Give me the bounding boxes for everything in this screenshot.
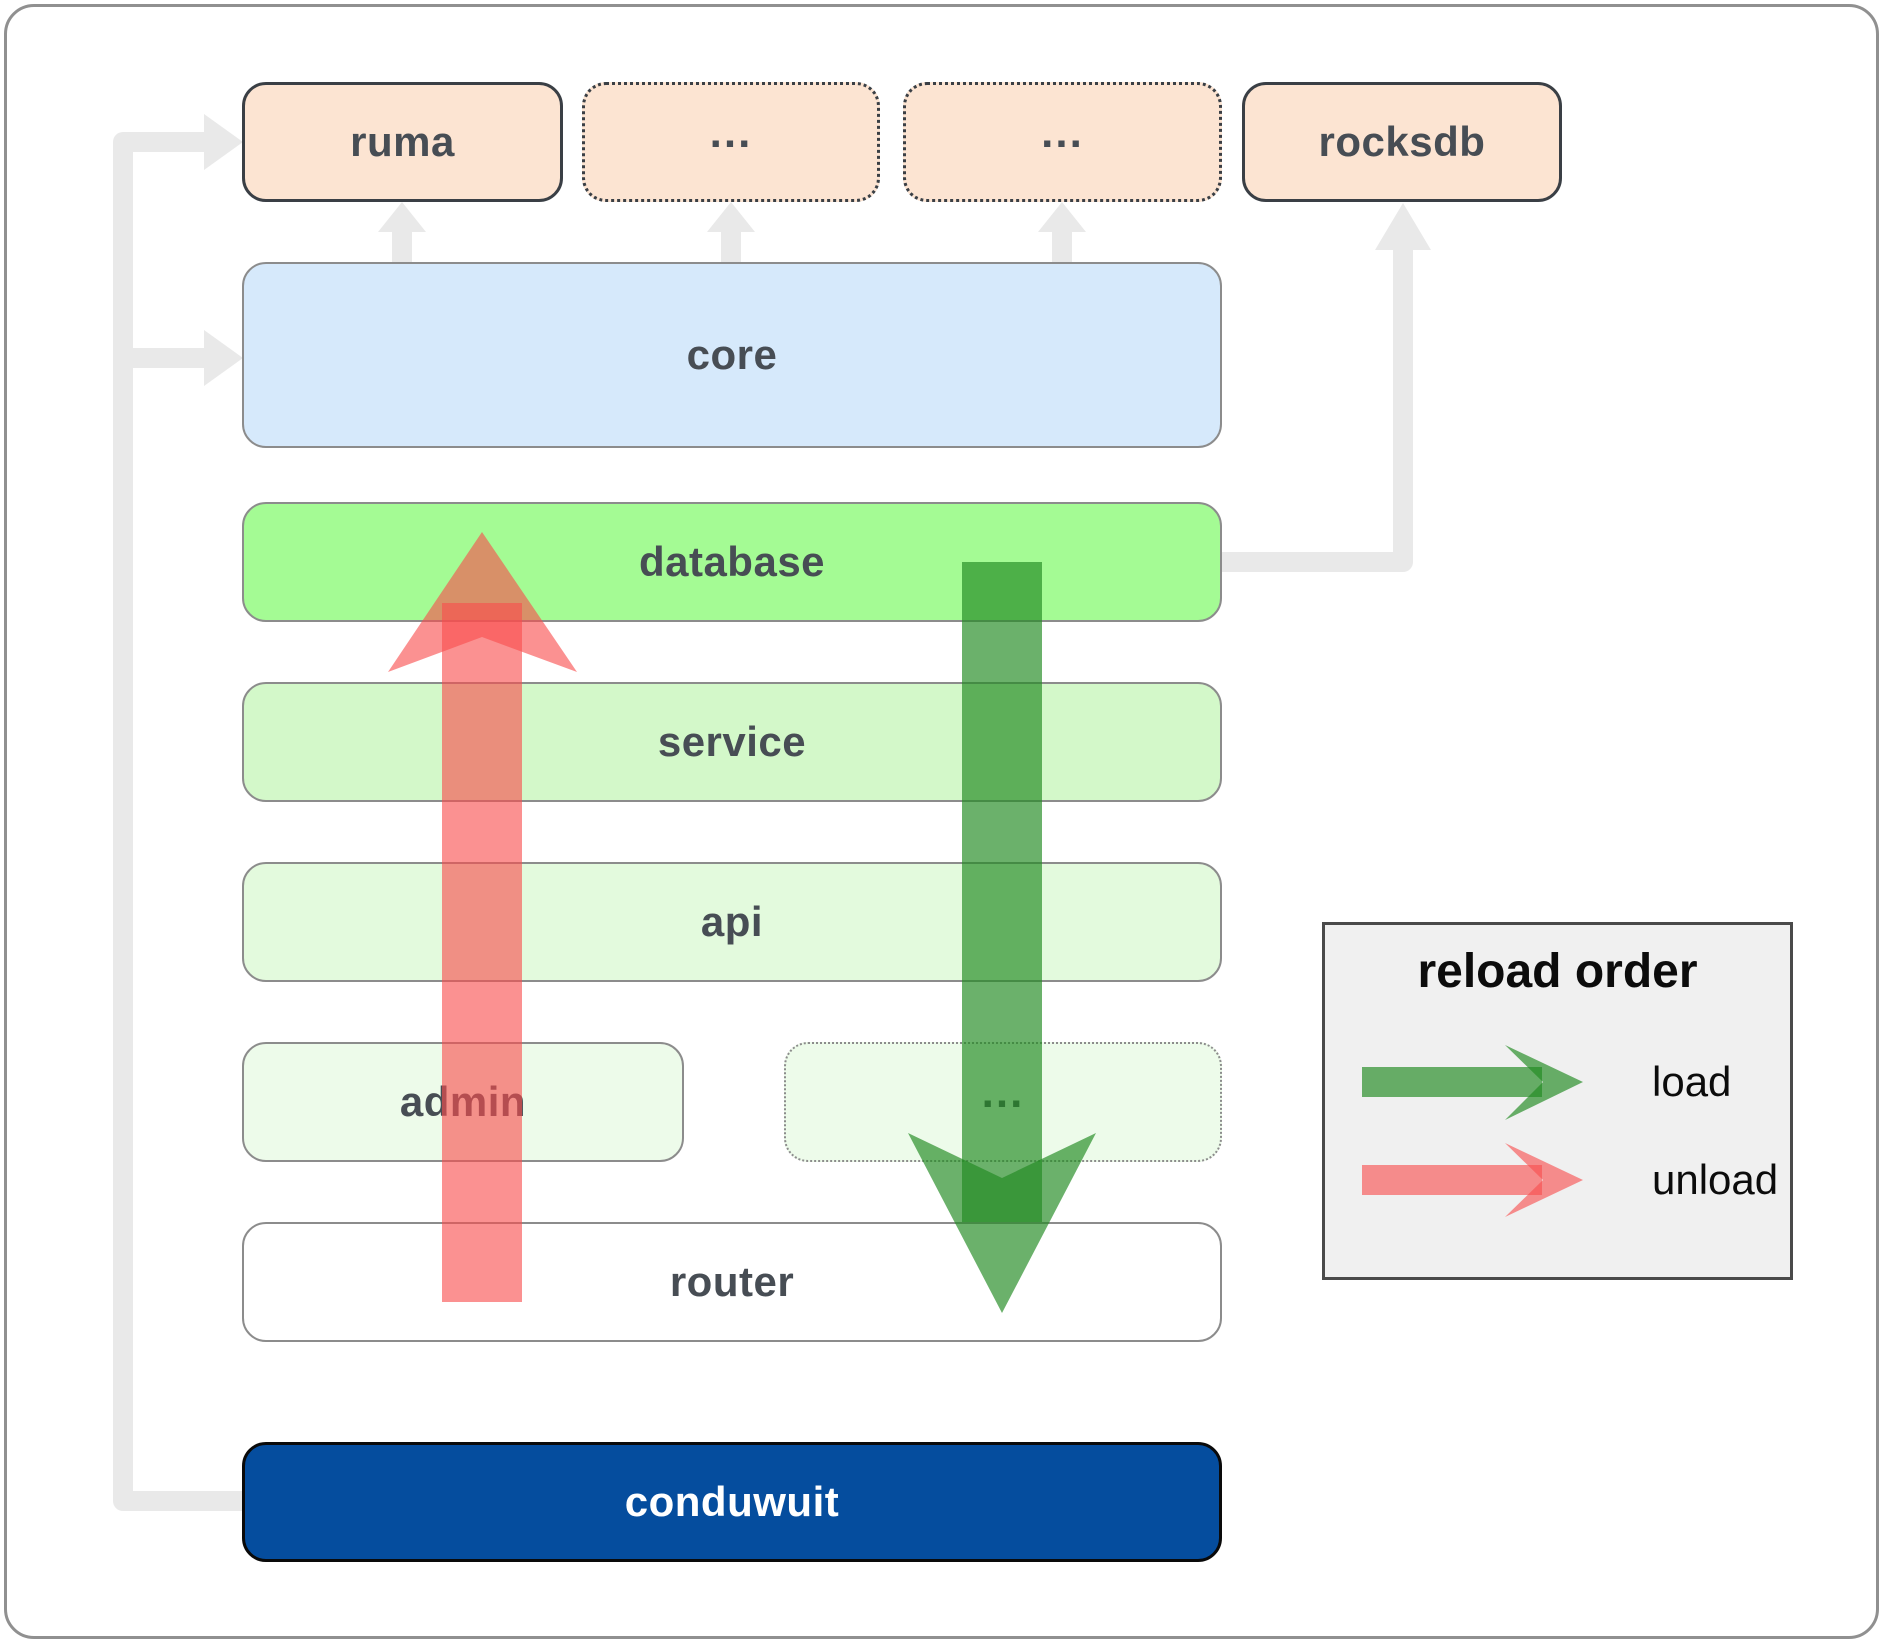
box-api: api bbox=[242, 862, 1222, 982]
box-ellipsis-top-1: ... bbox=[582, 82, 880, 202]
box-core: core bbox=[242, 262, 1222, 448]
box-service: service bbox=[242, 682, 1222, 802]
box-rocksdb-label: rocksdb bbox=[1318, 118, 1486, 165]
box-service-label: service bbox=[657, 718, 807, 765]
box-api-label: api bbox=[700, 898, 764, 945]
box-rocksdb: rocksdb bbox=[1242, 82, 1562, 202]
box-database-label: database bbox=[638, 538, 826, 585]
box-router-label: router bbox=[669, 1258, 795, 1305]
legend-title: reload order bbox=[1417, 945, 1698, 998]
legend-load-label: load bbox=[1652, 1058, 1732, 1105]
diagram-outer-frame bbox=[4, 4, 1879, 1639]
box-router: router bbox=[242, 1222, 1222, 1342]
box-ruma-label: ruma bbox=[350, 118, 455, 165]
box-ellipsis-bottom: ... bbox=[784, 1042, 1222, 1162]
box-ellipsis-top-1-label: ... bbox=[709, 108, 753, 157]
box-conduwuit: conduwuit bbox=[242, 1442, 1222, 1562]
box-ruma: ruma bbox=[242, 82, 563, 202]
box-core-label: core bbox=[686, 331, 778, 378]
box-database: database bbox=[242, 502, 1222, 622]
box-admin: admin bbox=[242, 1042, 684, 1162]
legend-unload-label: unload bbox=[1652, 1156, 1779, 1203]
box-ellipsis-bottom-label: ... bbox=[981, 1068, 1025, 1117]
box-ellipsis-top-2: ... bbox=[903, 82, 1222, 202]
box-conduwuit-label: conduwuit bbox=[624, 1478, 840, 1525]
box-ellipsis-top-2-label: ... bbox=[1041, 108, 1084, 157]
box-admin-label: admin bbox=[399, 1078, 527, 1125]
